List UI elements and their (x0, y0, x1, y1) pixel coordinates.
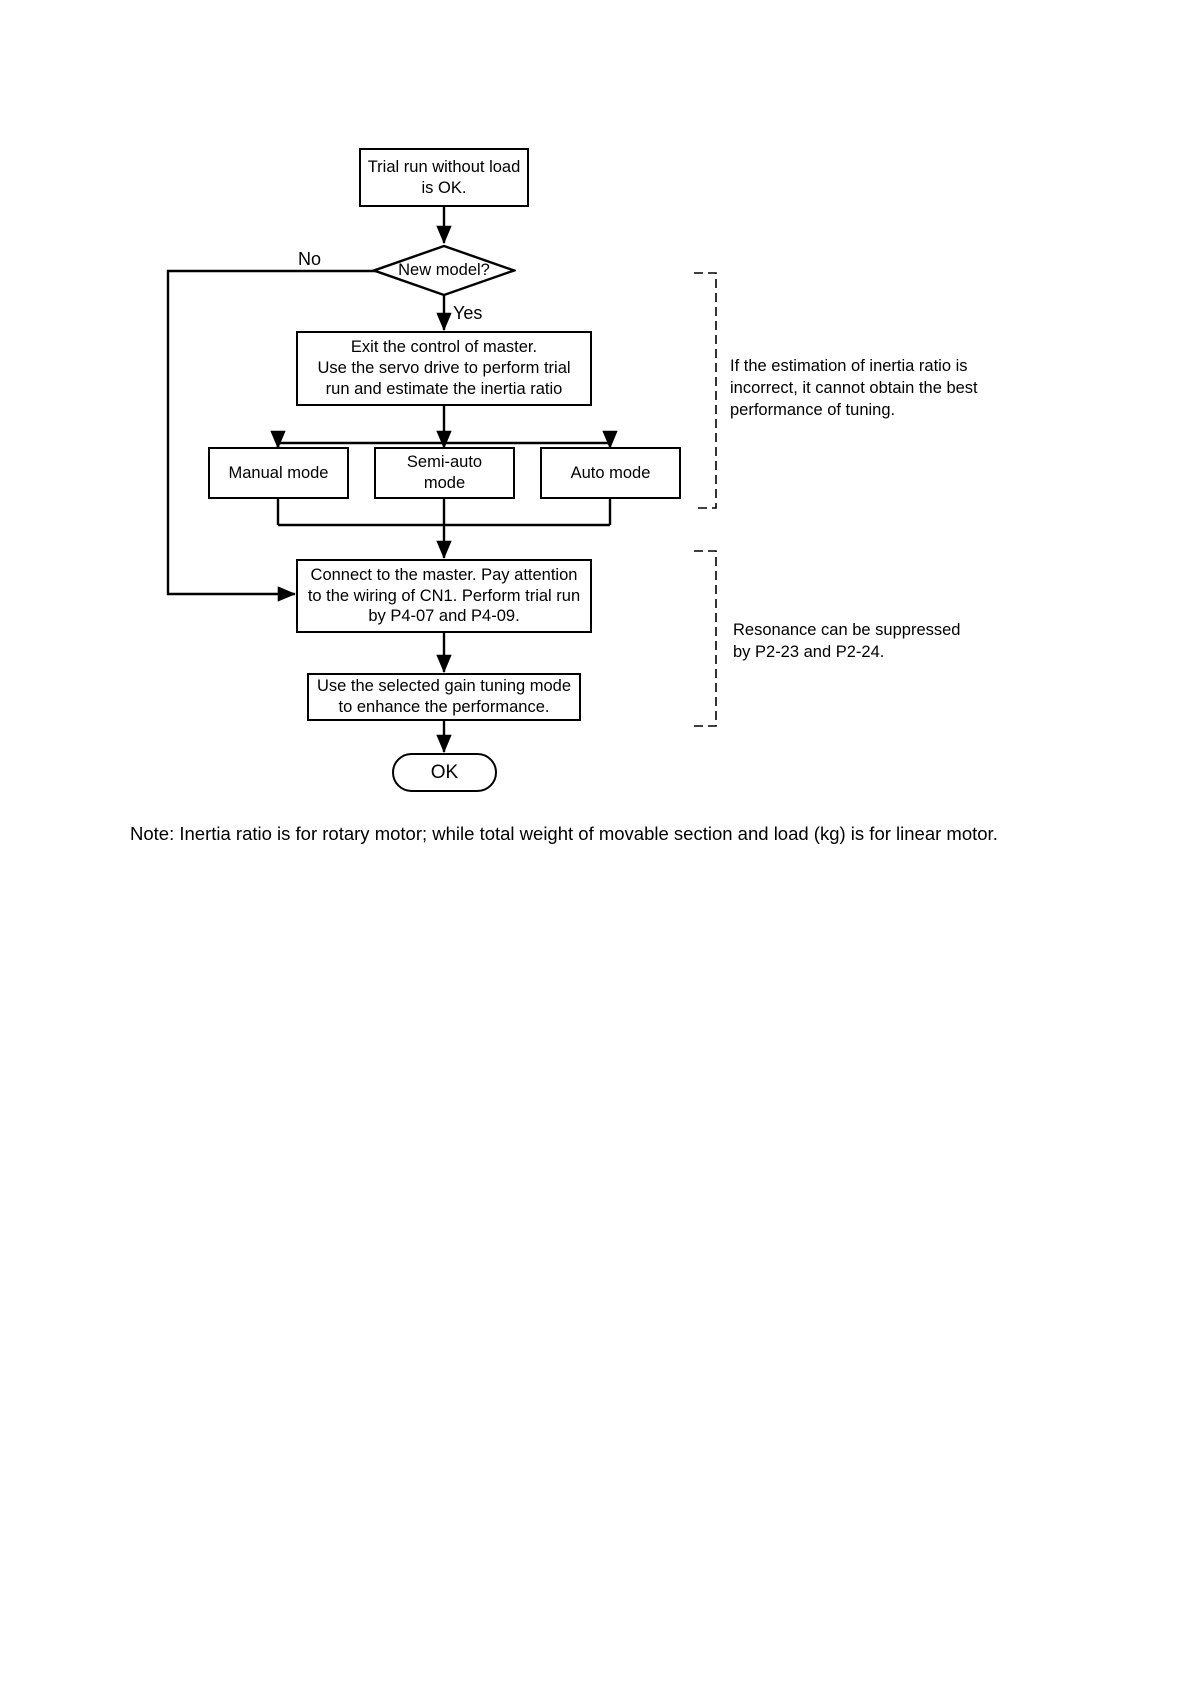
footer-note: Note: Inertia ratio is for rotary motor;… (130, 823, 998, 844)
node-auto-mode[interactable]: Auto mode (540, 447, 681, 499)
annotation-inertia-ratio: If the estimation of inertia ratio is in… (730, 357, 978, 419)
node-semi-auto-mode[interactable]: Semi-auto mode (374, 447, 515, 499)
node-start[interactable]: Trial run without load is OK. (359, 148, 529, 207)
decision-label: New model? (398, 261, 490, 279)
annotation-resonance: Resonance can be suppressed by P2-23 and… (733, 621, 961, 661)
bracket-resonance (694, 550, 717, 727)
node-decision-new-model[interactable]: New model? (372, 244, 516, 297)
edge-label-no: No (298, 249, 322, 269)
edge-label-yes: Yes (453, 303, 483, 323)
node-end-ok[interactable]: OK (392, 753, 497, 792)
bracket-inertia (694, 272, 717, 509)
node-gain-tuning[interactable]: Use the selected gain tuning mode to enh… (307, 673, 581, 721)
node-exit-control-of-master[interactable]: Exit the control of master. Use the serv… (296, 331, 592, 406)
diamond-shape (372, 244, 516, 297)
node-manual-mode[interactable]: Manual mode (208, 447, 349, 499)
edge-no-loop (166, 269, 376, 602)
node-connect-to-master[interactable]: Connect to the master. Pay attention to … (296, 559, 592, 633)
